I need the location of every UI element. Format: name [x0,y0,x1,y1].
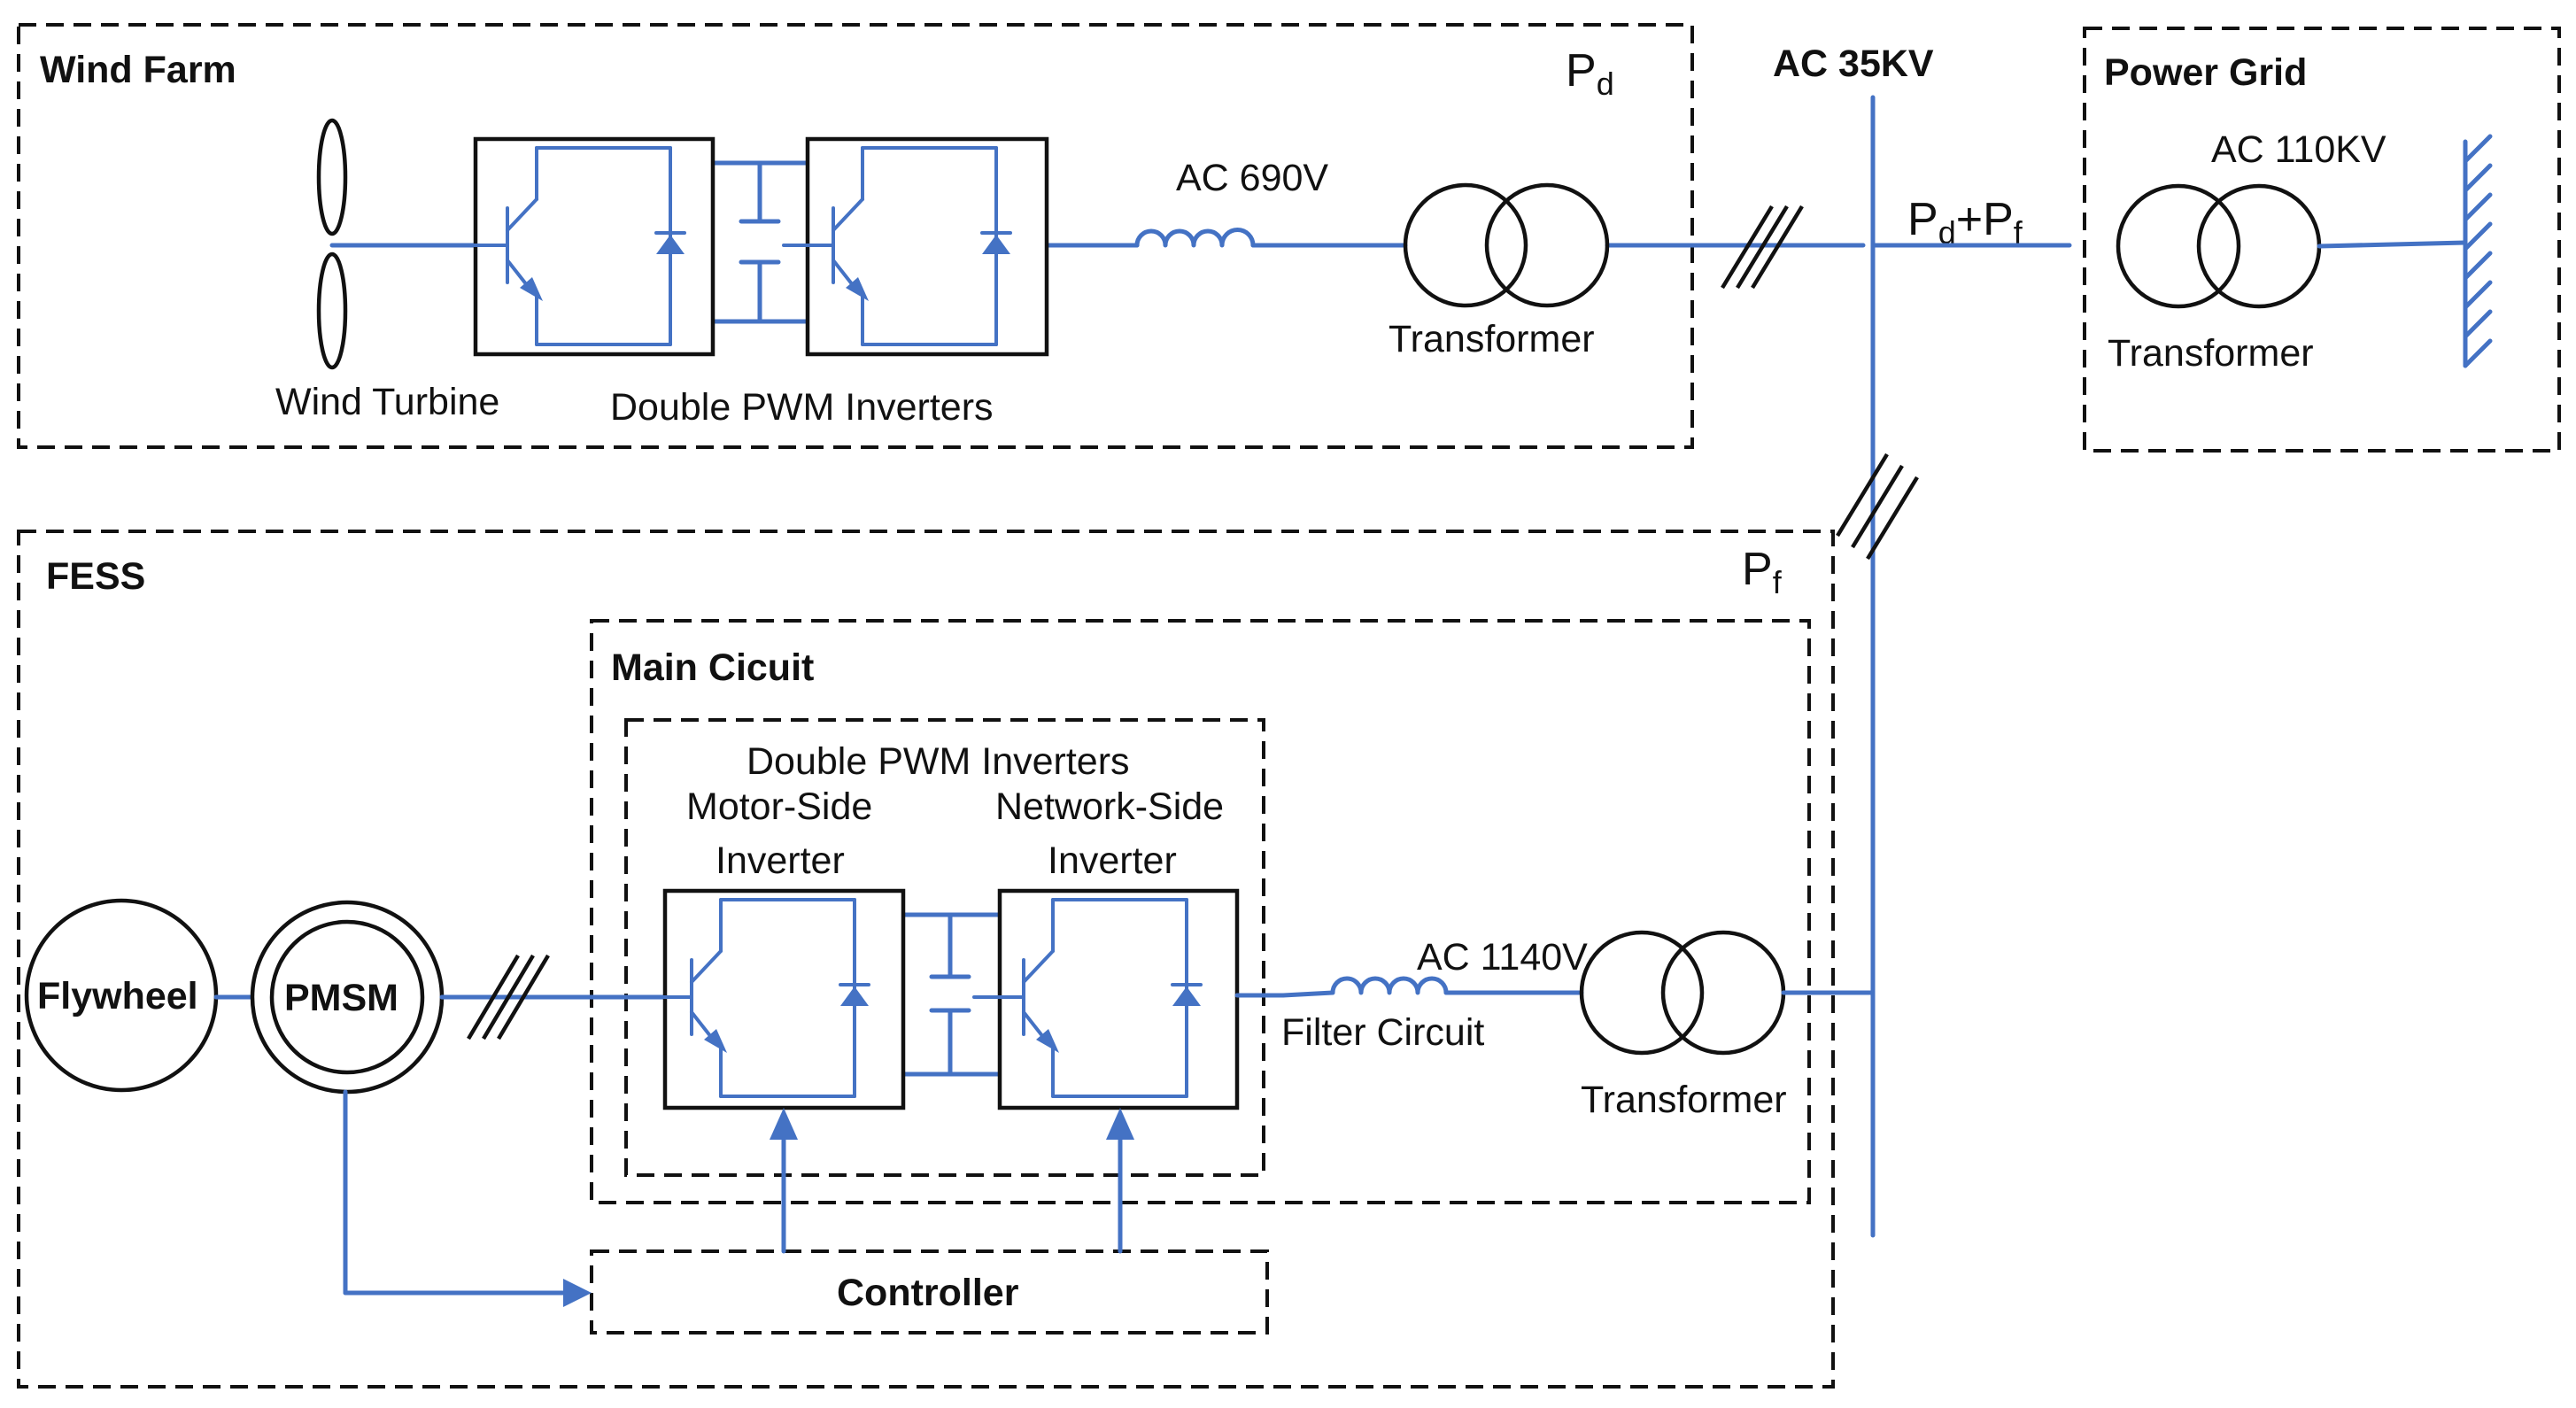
filter-circuit-label: Filter Circuit [1281,1011,1484,1054]
network-side-inverter-box [997,888,1240,1110]
bus-voltage-label: AC 35KV [1773,43,1934,85]
grid-voltage-label: AC 110KV [2211,128,2386,171]
wind-turbine-label: Wind Turbine [275,381,499,423]
pmsm-icon [250,900,445,1095]
wind-transformer-icon [1403,182,1610,308]
grid-transformer-icon [2116,183,2322,309]
wind-farm-boundary [17,23,1694,449]
fess-three-phase-mark-icon [1836,453,1919,561]
controller-label: Controller [837,1272,1019,1314]
wind-farm-title: Wind Farm [40,49,236,91]
main-circuit-boundary [590,619,1811,1204]
fess-section: FESS Pf Main Cicuit Double PWM Inverters… [17,530,1876,1389]
fess-voltage-label: AC 1140V [1417,936,1588,979]
motor-side-label-line2: Inverter [716,839,845,882]
bus-power-label: Pd+Pf [1907,194,2023,251]
fess-transformer-icon [1579,930,1786,1056]
wind-inverter-box [805,136,1049,357]
grid-ground-icon [2463,134,2493,368]
wind-farm-power-label: Pd [1566,45,1614,102]
motor-side-inverter-box [662,888,906,1110]
grid-transformer-label: Transformer [2108,332,2314,375]
wind-inductor-icon [1134,228,1256,248]
fess-inverters-boundary [624,718,1265,1177]
pmsm-feedback-arrow-icon [343,1089,592,1307]
wind-turbine-icon [316,118,348,370]
network-side-control-arrow-icon [1106,1108,1134,1254]
motor-side-label-line1: Motor-Side [686,785,872,828]
power-grid-title: Power Grid [2104,51,2307,94]
wind-inverters-label: Double PWM Inverters [610,386,994,429]
fess-inverters-label: Double PWM Inverters [746,740,1130,783]
main-circuit-title: Main Cicuit [611,646,814,689]
wind-farm-section: Wind Farm Pd Wind Turbine Double PWM Inv… [17,23,1866,449]
pmsm-label: PMSM [284,977,398,1019]
fess-boundary [17,530,1835,1389]
fess-inductor-icon [1330,976,1449,995]
power-grid-boundary [2083,27,2561,453]
fess-transformer-label: Transformer [1581,1079,1787,1121]
fess-title: FESS [46,555,145,598]
network-side-label-line2: Inverter [1048,839,1177,882]
power-grid-section: Power Grid AC 110KV Transformer [2083,27,2561,453]
wind-voltage-label: AC 690V [1176,157,1328,199]
bus-35kv-section: AC 35KV Pd+Pf [1773,43,2072,1238]
wind-transformer-label: Transformer [1389,318,1595,360]
motor-side-control-arrow-icon [770,1108,798,1254]
three-phase-mark-icon [1721,205,1804,290]
fess-power-label: Pf [1742,544,1783,600]
controller-box [590,1249,1269,1335]
motor-three-phase-mark-icon [467,954,550,1041]
flywheel-label: Flywheel [37,975,198,1017]
network-side-label-line1: Network-Side [995,785,1224,828]
